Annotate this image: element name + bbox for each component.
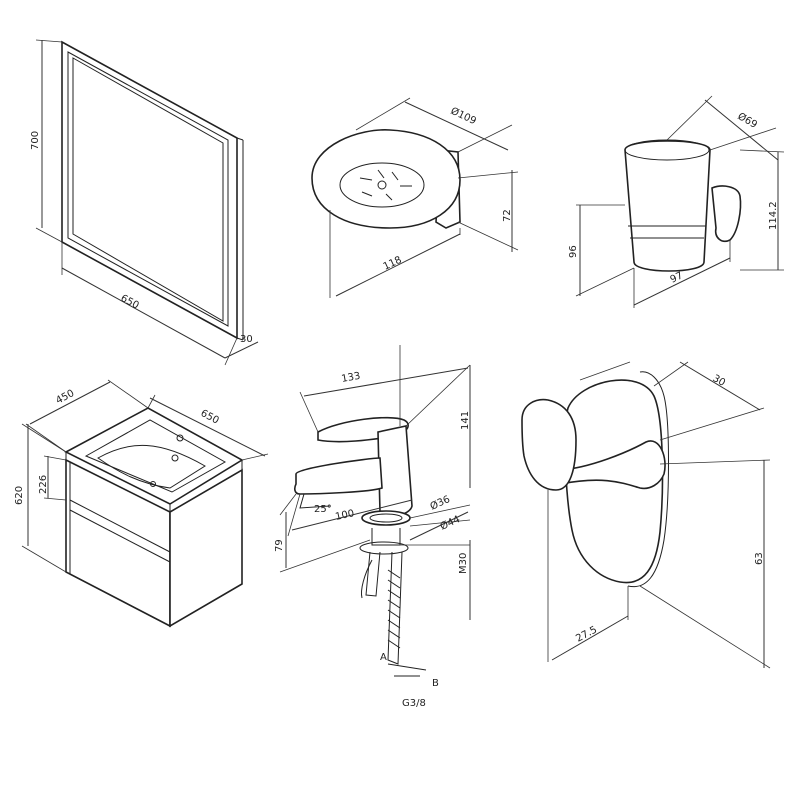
faucet-spout-label: 100	[334, 508, 355, 523]
hose-connection-label: G3/8	[402, 698, 426, 709]
hose-a-label: A	[380, 652, 387, 663]
tumbler-cup-height-label: 96	[568, 245, 579, 258]
faucet-height-label: 141	[460, 411, 471, 430]
tumbler-depth-label: 97	[669, 270, 685, 285]
soap-depth-label: 118	[382, 255, 404, 273]
faucet-angle-label: 25°	[314, 504, 332, 515]
mirror-height-label: 700	[30, 131, 41, 150]
hook-base-label: 27.5	[574, 624, 599, 644]
tumbler-height-label: 114.2	[768, 201, 779, 230]
cabinet-height-label: 620	[14, 486, 25, 505]
cabinet-drawer-label: 226	[38, 475, 49, 494]
faucet-drawing: 133 141 100 25° 79 Ø36 Ø44 M30 A B G3/8	[274, 345, 471, 709]
faucet-spout-height-label: 79	[274, 539, 285, 552]
faucet-hole-label: Ø44	[438, 513, 462, 533]
hose-b-label: B	[432, 678, 439, 689]
soap-diameter-label: Ø109	[449, 105, 479, 127]
soap-height-label: 72	[502, 209, 513, 222]
hook-height-label: 63	[754, 552, 765, 565]
mirror-width-label: 650	[119, 293, 141, 312]
vanity-cabinet-drawing: 450 650 620 226	[14, 379, 269, 628]
soap-dish-drawing: Ø109 72 118	[311, 97, 519, 298]
faucet-reach-label: 133	[341, 371, 362, 385]
mirror-drawing: 700 650 30	[30, 39, 259, 366]
robe-hook-drawing: 30 63 27.5	[521, 361, 771, 669]
hook-width-label: 30	[711, 373, 728, 389]
faucet-thread-label: M30	[458, 553, 469, 574]
tumbler-drawing: Ø69 114.2 96 97	[568, 95, 785, 308]
cabinet-depth-label: 450	[54, 388, 76, 407]
mirror-depth-label: 30	[240, 334, 253, 345]
